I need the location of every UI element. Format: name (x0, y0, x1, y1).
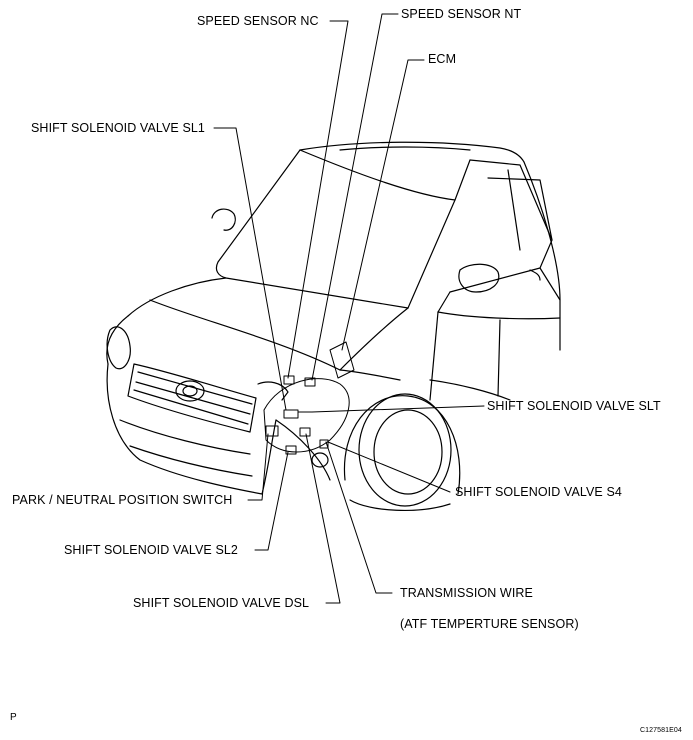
leader-dsl (305, 433, 341, 604)
label-shift-solenoid-dsl: SHIFT SOLENOID VALVE DSL (133, 596, 310, 610)
leader-s4 (327, 441, 451, 493)
transmission-harness (263, 378, 350, 453)
solenoid-slt-part (283, 409, 313, 419)
speed-sensor-nt-part (304, 377, 316, 387)
speed-sensor-nc-part (283, 375, 295, 385)
leader-speed-sensor-nt (311, 13, 399, 381)
vehicle-body (106, 141, 561, 511)
label-shift-solenoid-sl2: SHIFT SOLENOID VALVE SL2 (64, 543, 238, 557)
corner-mark: P (10, 712, 17, 723)
label-shift-solenoid-s4: SHIFT SOLENOID VALVE S4 (455, 485, 622, 499)
leader-park-neutral (247, 433, 269, 501)
components (263, 341, 355, 455)
leader-speed-sensor-nc (287, 20, 349, 379)
leader-ecm (341, 59, 425, 351)
label-shift-solenoid-sl1: SHIFT SOLENOID VALVE SL1 (31, 121, 205, 135)
label-atf-sensor: (ATF TEMPERTURE SENSOR) (400, 617, 579, 631)
solenoid-dsl-part (299, 427, 311, 437)
figure-code: C127581E04 (640, 727, 682, 734)
label-park-neutral-switch: PARK / NEUTRAL POSITION SWITCH (12, 493, 233, 507)
leader-lines (213, 13, 485, 604)
label-ecm: ECM (428, 52, 457, 66)
label-transmission-wire: TRANSMISSION WIRE (400, 586, 533, 600)
leader-transmission-wire (325, 441, 393, 594)
label-shift-solenoid-slt: SHIFT SOLENOID VALVE SLT (487, 399, 661, 413)
ecm-unit (329, 341, 355, 379)
leader-sl2 (254, 451, 289, 551)
label-speed-sensor-nc: SPEED SENSOR NC (197, 14, 319, 28)
leader-sl1 (213, 127, 287, 411)
label-speed-sensor-nt: SPEED SENSOR NT (401, 7, 522, 21)
leader-slt (311, 405, 485, 413)
